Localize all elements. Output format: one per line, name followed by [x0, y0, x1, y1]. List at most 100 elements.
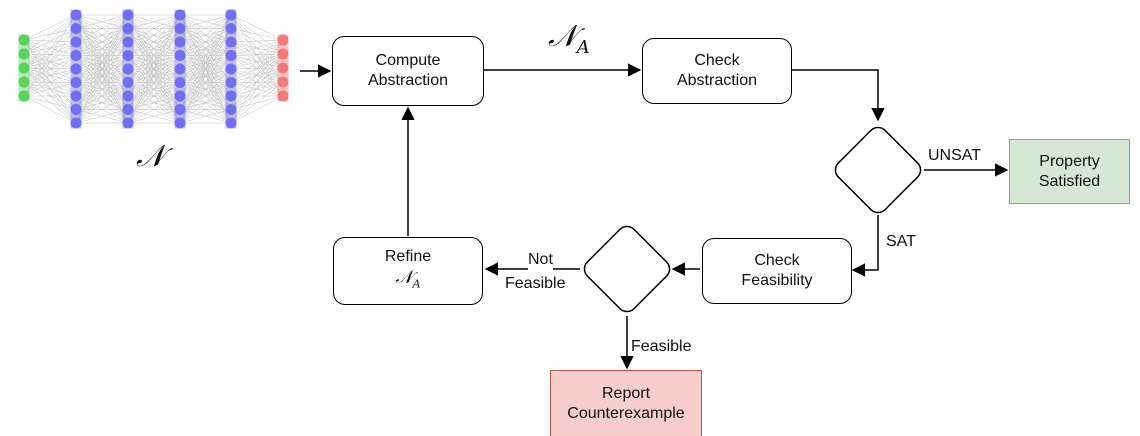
network-symbol: 𝒩 — [136, 140, 165, 174]
network-edge — [179, 41, 232, 124]
network-edge — [75, 14, 129, 29]
hidden-neuron — [225, 23, 237, 34]
network-edge — [127, 41, 181, 124]
hidden-neuron — [70, 117, 82, 129]
network-edge — [179, 14, 232, 124]
network-edge — [230, 67, 284, 124]
network-edge — [75, 41, 129, 124]
network-edge — [230, 39, 284, 97]
network-edge — [127, 14, 181, 43]
check-abstraction-line2: Abstraction — [676, 72, 758, 89]
hidden-neuron — [70, 9, 82, 21]
hidden-neuron — [70, 50, 82, 61]
network-edge — [23, 95, 77, 110]
feasible-label: Feasible — [631, 338, 692, 355]
hidden-neuron — [122, 50, 134, 61]
hidden-neuron — [70, 23, 82, 34]
hidden-neuron — [122, 36, 134, 48]
network-edge — [127, 68, 181, 124]
property-satisfied-line2: Satisfied — [1038, 172, 1101, 190]
hidden-neuron — [225, 104, 237, 115]
network-edge — [179, 95, 232, 124]
input-neuron — [18, 62, 30, 74]
hidden-neuron — [225, 36, 237, 48]
refine-math-base: 𝒩 — [395, 266, 413, 288]
arrow-sat — [851, 215, 879, 277]
hidden-neuron — [174, 90, 186, 102]
arrow-check-to-decision — [792, 69, 885, 122]
hidden-neuron — [225, 63, 237, 75]
hidden-neuron — [122, 90, 134, 102]
network-edge — [230, 14, 284, 41]
hidden-neuron — [174, 50, 186, 61]
hidden-neuron — [70, 63, 82, 75]
hidden-neuron — [70, 90, 82, 102]
network-edge — [75, 28, 129, 124]
hidden-neuron — [174, 23, 186, 34]
network-edge — [75, 14, 129, 110]
property-satisfied-box: Property Satisfied — [1009, 139, 1130, 204]
hidden-neuron — [174, 63, 186, 75]
check-feasibility-box: Check Feasibility — [702, 238, 852, 304]
network-edge — [127, 14, 181, 29]
abstraction-symbol: 𝒩A — [548, 20, 590, 65]
network-edge — [127, 14, 181, 83]
network-edge — [75, 14, 129, 124]
network-edge — [230, 53, 284, 124]
input-neuron — [18, 34, 30, 46]
compute-abstraction-line2: Abstraction — [367, 72, 449, 89]
network-edge — [230, 39, 284, 110]
network-edge — [127, 95, 181, 124]
network-edge — [179, 14, 232, 83]
hidden-neuron — [122, 117, 134, 129]
hidden-neuron — [225, 90, 237, 102]
refine-line1: Refine — [384, 247, 432, 265]
hidden-neuron — [70, 36, 82, 48]
network-edge — [230, 39, 284, 43]
hidden-neuron — [225, 50, 237, 61]
not-feasible-label: Feasible — [505, 274, 566, 294]
compute-abstraction-line1: Compute — [375, 52, 441, 69]
output-neuron — [277, 62, 289, 74]
network-edge — [127, 14, 181, 124]
network-edge — [75, 95, 129, 124]
neural-network-graphic — [18, 9, 289, 129]
network-edge — [23, 14, 77, 41]
hidden-neuron — [122, 9, 134, 21]
network-edge — [230, 95, 284, 124]
hidden-neuron — [122, 63, 134, 75]
network-edge — [23, 14, 77, 69]
hidden-neuron — [122, 77, 134, 88]
decision-diamond-feasibility — [583, 225, 671, 313]
hidden-neuron — [70, 104, 82, 115]
decision-diamond-abstraction — [834, 126, 922, 214]
abstraction-symbol-base: 𝒩 — [548, 19, 577, 54]
hidden-neuron — [122, 104, 134, 115]
network-edge — [179, 14, 232, 29]
sat-label: SAT — [886, 232, 916, 252]
network-edge — [179, 68, 232, 124]
network-edge — [179, 109, 232, 124]
hidden-neuron — [174, 117, 186, 129]
network-edge — [230, 39, 284, 83]
network-edge — [179, 14, 232, 110]
input-neuron — [18, 48, 30, 60]
network-edge — [23, 14, 77, 55]
network-edge — [127, 14, 181, 110]
network-edge — [23, 82, 77, 97]
hidden-neuron — [122, 23, 134, 34]
network-edge — [75, 14, 129, 56]
output-neuron — [277, 90, 289, 102]
network-edge — [230, 28, 284, 41]
network-edge — [179, 55, 232, 124]
network-edge — [127, 14, 181, 97]
network-edge — [23, 14, 77, 83]
refine-box: Refine 𝒩A — [333, 237, 483, 305]
network-edge — [179, 14, 232, 43]
input-neuron — [18, 76, 30, 88]
network-edge — [127, 28, 181, 124]
network-edge — [23, 95, 77, 124]
hidden-neuron — [174, 77, 186, 88]
network-edge — [179, 28, 232, 124]
